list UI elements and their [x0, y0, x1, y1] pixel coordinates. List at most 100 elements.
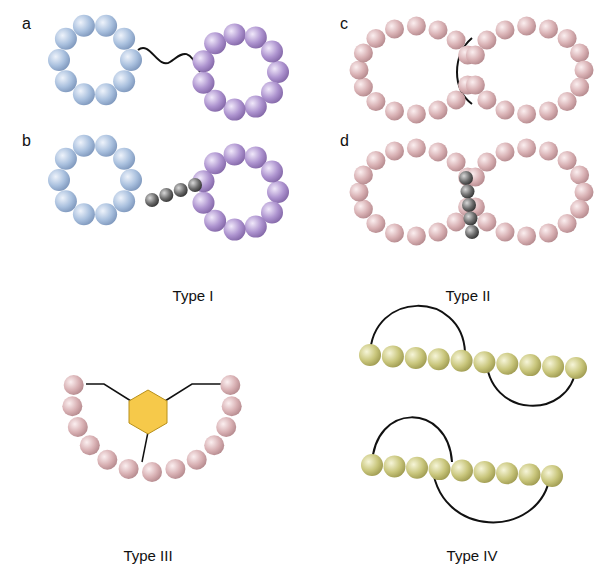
- residue-bead: [384, 455, 406, 477]
- residue-bead: [459, 171, 473, 185]
- residue-bead: [204, 90, 226, 112]
- residue-bead: [462, 198, 476, 212]
- residue-bead: [406, 457, 428, 479]
- residue-bead: [222, 396, 242, 416]
- residue-bead: [519, 354, 541, 376]
- residue-bead: [366, 151, 385, 170]
- residue-bead: [385, 142, 404, 161]
- residue-bead: [451, 350, 473, 372]
- residue-bead: [407, 105, 426, 124]
- residue-bead: [361, 454, 383, 476]
- residue-bead: [366, 29, 385, 48]
- residue-bead: [95, 135, 117, 157]
- residue-bead: [193, 72, 215, 94]
- residue-bead: [542, 356, 564, 378]
- residue-bead: [193, 50, 215, 72]
- residue-bead: [224, 219, 246, 241]
- residue-bead: [496, 462, 518, 484]
- residue-bead: [575, 61, 594, 80]
- type-caption: Type I: [173, 288, 214, 303]
- residue-bead: [145, 193, 159, 207]
- residue-bead: [119, 459, 139, 479]
- residue-bead: [570, 43, 589, 62]
- residue-bead: [517, 105, 536, 124]
- residue-bead: [80, 435, 100, 455]
- residue-bead: [461, 185, 475, 199]
- residue-bead: [245, 216, 267, 238]
- residue-bead: [519, 464, 541, 486]
- residue-bead: [541, 465, 563, 487]
- residue-bead: [429, 20, 448, 39]
- residue-bead: [477, 31, 496, 50]
- residue-bead: [575, 183, 594, 202]
- panel-letter: d: [340, 133, 349, 149]
- residue-bead: [539, 102, 558, 121]
- residue-bead: [95, 15, 117, 37]
- residue-bead: [570, 200, 589, 219]
- residue-bead: [447, 153, 466, 172]
- residue-bead: [517, 227, 536, 246]
- residue-bead: [385, 102, 404, 121]
- residue-bead: [193, 192, 215, 214]
- type-caption: Type II: [445, 288, 490, 303]
- residue-bead: [165, 459, 185, 479]
- residue-bead: [224, 143, 246, 165]
- residue-bead: [245, 96, 267, 118]
- type-caption: Type III: [123, 548, 172, 563]
- residue-bead: [477, 90, 496, 109]
- residue-bead: [558, 92, 577, 111]
- residue-bead: [385, 224, 404, 243]
- residue-bead: [204, 210, 226, 232]
- residue-bead: [570, 78, 589, 97]
- residue-bead: [558, 214, 577, 233]
- residue-bead: [366, 214, 385, 233]
- residue-bead: [517, 139, 536, 158]
- residue-bead: [354, 200, 373, 219]
- residue-bead: [113, 190, 135, 212]
- residue-bead: [120, 49, 142, 71]
- residue-bead: [354, 78, 373, 97]
- residue-bead: [267, 181, 289, 203]
- residue-bead: [350, 61, 369, 80]
- flexible-linker: [138, 48, 200, 72]
- residue-bead: [447, 31, 466, 50]
- residue-bead: [465, 225, 479, 239]
- residue-bead: [261, 41, 283, 63]
- residue-bead: [55, 148, 77, 170]
- residue-bead: [366, 92, 385, 111]
- residue-bead: [113, 28, 135, 50]
- residue-bead: [267, 61, 289, 83]
- residue-bead: [113, 148, 135, 170]
- residue-bead: [477, 212, 496, 231]
- panel-letter: a: [22, 16, 31, 32]
- residue-bead: [64, 375, 84, 395]
- residue-bead: [204, 32, 226, 54]
- residue-bead: [466, 46, 485, 65]
- residue-bead: [565, 357, 587, 379]
- residue-bead: [477, 153, 496, 172]
- residue-bead: [204, 435, 224, 455]
- residue-bead: [405, 347, 427, 369]
- residue-bead: [447, 212, 466, 231]
- residue-bead: [159, 188, 173, 202]
- residue-bead: [496, 142, 515, 161]
- residue-bead: [407, 227, 426, 246]
- residue-bead: [558, 29, 577, 48]
- residue-bead: [496, 353, 518, 375]
- residue-bead: [496, 223, 515, 242]
- residue-bead: [113, 70, 135, 92]
- residue-bead: [350, 183, 369, 202]
- residue-bead: [204, 152, 226, 174]
- residue-bead: [48, 49, 70, 71]
- residue-bead: [474, 461, 496, 483]
- residue-bead: [220, 375, 240, 395]
- residue-bead: [55, 28, 77, 50]
- residue-bead: [428, 348, 450, 370]
- residue-bead: [95, 83, 117, 105]
- residue-bead: [570, 165, 589, 184]
- residue-bead: [466, 76, 485, 95]
- staple-arcs: [370, 306, 576, 523]
- panel-letter: b: [22, 133, 31, 149]
- residue-bead: [188, 178, 202, 192]
